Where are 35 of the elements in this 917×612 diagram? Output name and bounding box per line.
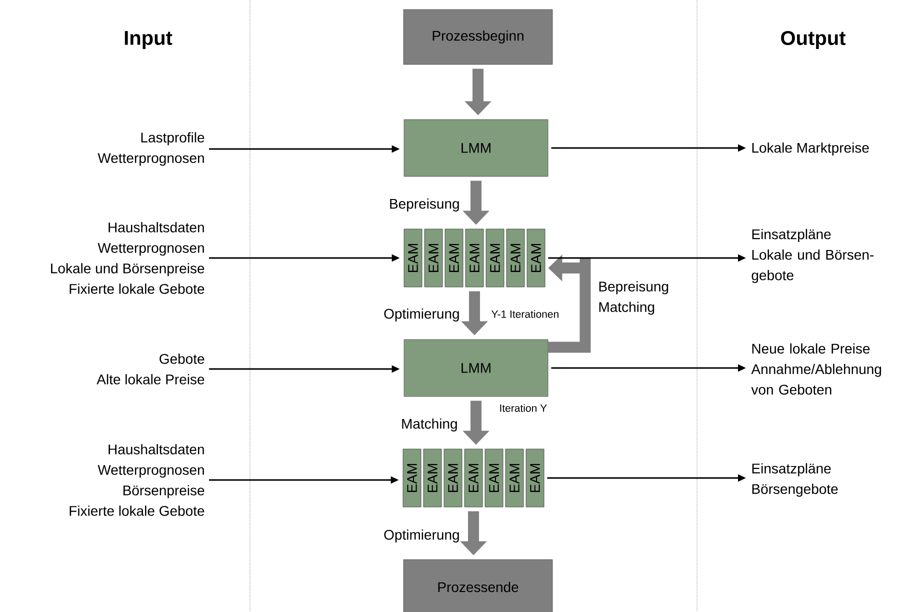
agent-box: EAM: [404, 228, 422, 288]
agent-box: EAM: [486, 228, 504, 288]
agent-box: EAM: [526, 448, 544, 508]
output-text: Einsatzpläne Lokale und Börsen-gebote: [752, 228, 874, 284]
agent-box: EAM: [506, 228, 525, 288]
agent-box: EAM: [505, 448, 524, 508]
column-heading: Input: [124, 31, 172, 49]
agent-box: EAM: [465, 228, 484, 288]
module-box: LMM: [404, 339, 548, 397]
input-text: Gebote Alte lokale Preise: [96, 354, 204, 384]
output-text: Neue lokale Preise Annahme/Ablehnung von Geboten: [751, 343, 882, 395]
iteration-note: Y-1 Iterationen: [491, 310, 558, 318]
agent-box: EAM: [423, 448, 442, 508]
process-box: Prozessende: [403, 559, 553, 612]
column-heading: Output: [781, 30, 846, 50]
agent-box: EAM: [464, 448, 483, 508]
agent-box: EAM: [484, 448, 504, 508]
agent-box: EAM: [424, 228, 443, 288]
module-box: LMM: [404, 119, 548, 177]
agent-box: EAM: [526, 228, 546, 288]
process-box: Prozessbeginn: [403, 9, 553, 65]
output-text: Lokale Marktpreise: [752, 142, 869, 156]
arrow: [547, 252, 591, 353]
edge-label: Bepreisung Matching: [599, 281, 668, 315]
edge-label: Optimierung: [384, 529, 459, 543]
agent-box: EAM: [444, 228, 464, 288]
input-text: Haushaltsdaten Wetterprognosen Lokale und Börsenpreise Fixierte lokale Gebote: [51, 222, 204, 294]
agent-box: EAM: [402, 448, 422, 508]
input-text: Lastprofile Wetterprognosen: [98, 132, 204, 166]
edge-label: Bepreisung: [390, 198, 459, 212]
output-text: Einsatzpläne Börsengebote: [752, 463, 838, 497]
input-text: Haushaltsdaten Wetterprognosen Börsenpreise Fixierte lokale Gebote: [70, 444, 204, 516]
edge-label: Optimierung: [384, 308, 459, 322]
edge-label: Matching: [402, 418, 457, 432]
agent-box: EAM: [444, 448, 462, 508]
